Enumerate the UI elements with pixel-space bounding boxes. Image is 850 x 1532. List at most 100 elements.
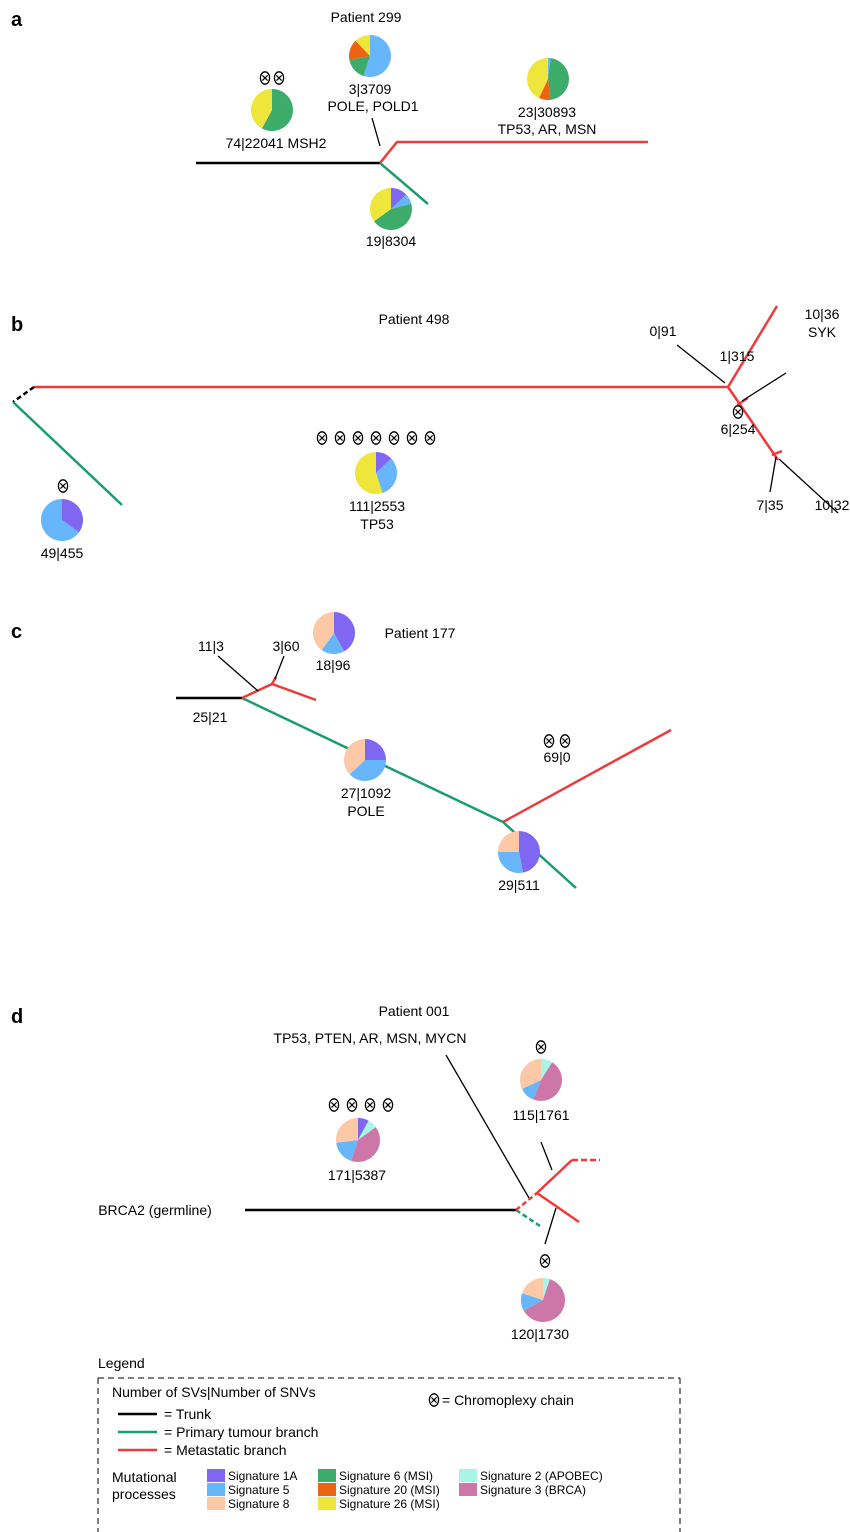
pie-slice-sig8	[313, 612, 334, 650]
node-label: 23|30893	[518, 104, 576, 120]
primary-branch-dashed	[515, 1208, 541, 1228]
panel-title: Patient 299	[331, 9, 402, 25]
pie-slice-sig6	[261, 88, 293, 131]
panel-title: Patient 001	[379, 1003, 450, 1019]
pointer-line	[217, 655, 259, 692]
signature-pie	[343, 739, 386, 781]
legend-swatch-sig6	[318, 1469, 336, 1482]
legend-sig8-label: Signature 8	[228, 1497, 290, 1511]
pie-slice-sig1a	[358, 1118, 369, 1140]
pie-slice-sig3	[533, 1062, 562, 1101]
pie-slice-sig5	[521, 1080, 541, 1100]
pie-slice-sig1a	[391, 188, 407, 209]
node-label: 27|1092	[341, 785, 392, 801]
panel-a: a Patient 299 3|3709 POLE, POLD1 74|2204…	[11, 9, 648, 249]
signature-pie	[521, 1278, 565, 1322]
signature-pie	[355, 452, 398, 495]
signature-pie	[41, 499, 84, 541]
chromoplexy-chain-icon	[346, 1098, 358, 1112]
metastatic-branch	[536, 1191, 580, 1224]
node-label: 49|455	[41, 545, 84, 561]
panel-b: b Patient 498 49|455 111|2553 TP53 0|91	[11, 305, 850, 561]
legend-sig26-label: Signature 26 (MSI)	[339, 1497, 440, 1511]
legend: Legend Number of SVs|Number of SNVs = Tr…	[97, 1355, 681, 1532]
chromoplexy-chain-icon	[352, 431, 364, 445]
pie-slice-sig8	[522, 1278, 543, 1300]
pointer-line	[676, 344, 726, 384]
pointer-line	[769, 456, 777, 493]
pie-slice-sig5	[548, 58, 551, 79]
legend-swatch-sig5	[207, 1483, 225, 1496]
chromoplexy-chain-icon	[424, 431, 436, 445]
pie-slice-sig5	[376, 458, 398, 493]
pie-slice-sig20	[349, 40, 370, 60]
chromoplexy-chain-icon	[543, 734, 555, 748]
node-label: 3|3709	[349, 81, 392, 97]
legend-swatch-sig8	[207, 1497, 225, 1510]
signature-pie	[349, 35, 392, 77]
pie-slice-sig8	[336, 1118, 358, 1143]
node-label: 18|96	[316, 657, 351, 673]
signature-pie	[370, 188, 412, 230]
node-label: 10|32	[815, 497, 850, 513]
trunk-branch-dashed	[12, 385, 35, 404]
signature-pie	[520, 1059, 562, 1101]
legend-swatch-sig1a	[207, 1469, 225, 1482]
pie-slice-sig1a	[365, 739, 386, 760]
pie-slice-sig5	[391, 194, 412, 209]
legend-swatch-sig2	[459, 1469, 477, 1482]
node-label: 1|315	[720, 348, 755, 364]
panel-title: Patient 498	[379, 311, 450, 327]
signature-pie	[498, 831, 541, 874]
legend-mutational-label: Mutational	[112, 1469, 177, 1485]
pie-slice-sig20	[539, 79, 551, 100]
pie-slice-sig1a	[62, 499, 84, 533]
node-label: 6|254	[721, 421, 756, 437]
panel-letter: a	[11, 9, 23, 31]
node-label: 25|21	[193, 709, 228, 725]
node-label: 115|1761	[512, 1107, 569, 1123]
pie-slice-sig5	[363, 35, 392, 77]
node-label: 10|36	[805, 306, 840, 322]
pointer-line	[445, 1054, 530, 1199]
legend-primary-label: = Primary tumour branch	[164, 1424, 318, 1440]
chromoplexy-chain-icon	[328, 1098, 340, 1112]
node-label: 74|22041 MSH2	[226, 135, 327, 151]
chromoplexy-chain-icon	[388, 431, 400, 445]
pie-slice-sig5	[41, 499, 79, 541]
pie-slice-sig26	[527, 58, 548, 99]
chromoplexy-chain-icon	[559, 734, 571, 748]
pie-slice-sig2	[358, 1120, 376, 1140]
legend-sig2-label: Signature 2 (APOBEC)	[480, 1469, 603, 1483]
chromoplexy-chain-icon	[370, 431, 382, 445]
gene-label: TP53	[360, 516, 394, 532]
metastatic-branch	[536, 1159, 573, 1194]
pointer-line	[371, 117, 381, 147]
gene-label: SYK	[808, 324, 837, 340]
pie-slice-sig5	[336, 1140, 358, 1161]
metastatic-branch	[502, 728, 672, 824]
chromoplexy-chain-icon	[364, 1098, 376, 1112]
chromoplexy-chain-icon	[334, 431, 346, 445]
node-label: 69|0	[544, 749, 571, 765]
pie-slice-sig26	[355, 35, 370, 56]
legend-counts-label: Number of SVs|Number of SNVs	[112, 1384, 316, 1400]
node-label: 3|60	[273, 638, 300, 654]
legend-sig1a-label: Signature 1A	[228, 1469, 297, 1483]
pointer-line	[778, 458, 839, 514]
legend-metastatic-label: = Metastatic branch	[164, 1442, 287, 1458]
metastatic-branch	[726, 305, 779, 388]
node-label: 7|35	[757, 497, 784, 513]
pie-slice-sig8	[520, 1059, 541, 1089]
pointer-line	[544, 1207, 557, 1245]
pie-slice-sig8	[343, 739, 365, 775]
panel-title: Patient 177	[385, 625, 456, 641]
chromoplexy-chain-icon	[273, 71, 285, 85]
pie-slice-sig6	[374, 203, 412, 230]
signature-pie	[250, 88, 293, 131]
chromoplexy-chain-icon	[57, 479, 69, 493]
pie-slice-sig26	[355, 452, 383, 495]
pie-slice-sig1a	[376, 452, 392, 473]
pie-slice-sig26	[370, 188, 391, 222]
